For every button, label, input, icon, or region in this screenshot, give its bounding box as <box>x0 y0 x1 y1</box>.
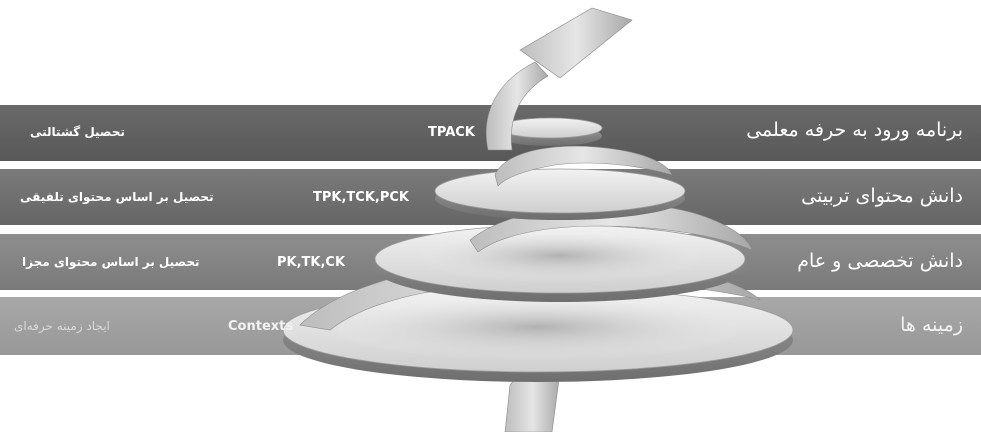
layer-3-title: دانش تخصصی و عام <box>797 250 963 272</box>
disc-3 <box>374 224 746 302</box>
disc-1 <box>497 117 603 146</box>
layer-2-learning: تحصیل بر اساس محتوای تلفیقی <box>20 190 214 204</box>
layer-3-knowledge: PK,TK,CK <box>277 255 346 270</box>
spiral-arrow-shaft <box>486 61 549 151</box>
layer-1-title: برنامه ورود به حرفه معلمی <box>746 119 963 141</box>
disc-4 <box>282 287 794 382</box>
disc-2 <box>434 168 686 220</box>
layer-2-title: دانش محتوای تربیتی <box>801 185 963 207</box>
layer-2-knowledge: TPK,TCK,PCK <box>313 190 409 205</box>
layer-4-learning: ایجاد زمینه حرفه‌ای <box>14 319 110 333</box>
layer-3-learning: تحصیل بر اساس محتوای مجزا <box>22 255 200 269</box>
layer-1-learning: تحصیل گشتالتی <box>30 125 125 139</box>
layer-1-knowledge: TPACK <box>428 125 475 140</box>
spiral-ribbon-upper <box>494 145 673 187</box>
arrow-head-icon <box>519 7 633 79</box>
layer-4-title: زمینه ها <box>900 314 963 336</box>
layer-4-knowledge: Contexts <box>228 319 294 334</box>
